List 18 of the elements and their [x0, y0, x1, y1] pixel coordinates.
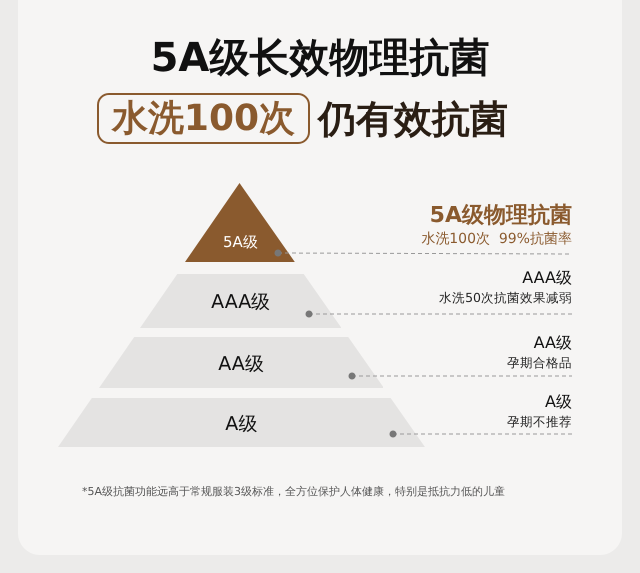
highlight-box: 水洗100次 — [97, 93, 310, 144]
tier-note: 水洗50次抗菌效果减弱 — [439, 290, 572, 307]
footnote: *5A级抗菌功能远高于常规服装3级标准，全方位保护人体健康，特别是抵抗力低的儿童 — [82, 484, 506, 499]
tier-note: 孕期合格品 — [507, 355, 572, 372]
leader-line — [390, 430, 572, 438]
pyramid-tier: AAA级 — [140, 274, 342, 328]
tier-heading: AA级 — [534, 333, 572, 354]
leader-line — [306, 310, 572, 318]
pyramid-top: 5A级 — [185, 183, 296, 262]
tier-heading: 5A级物理抗菌 — [430, 202, 572, 230]
tier-heading: AAA级 — [522, 268, 572, 289]
leader-line — [348, 372, 572, 380]
tier-note: 孕期不推荐 — [507, 414, 572, 431]
tier-note: 水洗100次 99%抗菌率 — [421, 230, 572, 248]
tier-heading: A级 — [545, 392, 572, 413]
pyramid-tier: AA级 — [98, 337, 384, 388]
title: 5A级长效物理抗菌 — [150, 34, 490, 83]
subtitle: 仍有效抗菌 — [318, 96, 508, 143]
